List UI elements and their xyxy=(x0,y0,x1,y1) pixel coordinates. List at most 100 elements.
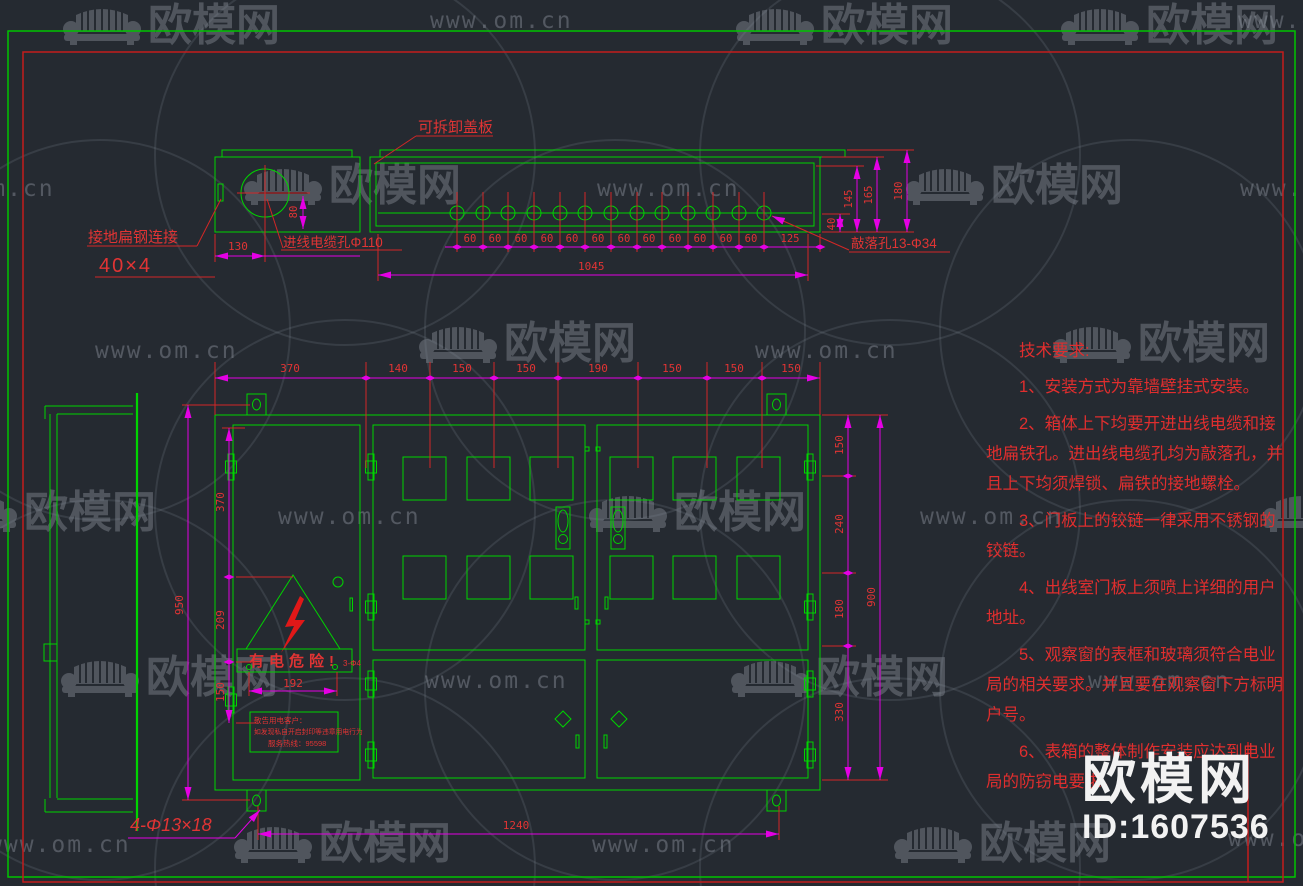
dim-spacing: 60 xyxy=(669,233,682,245)
dim-1045: 1045 xyxy=(578,260,605,273)
label-inlet-hole: 进线电缆孔Φ110 xyxy=(283,235,383,250)
dim-bottom: 1240 xyxy=(503,819,530,832)
label-knockout-holes: 敲落孔13-Φ34 xyxy=(851,235,937,251)
outlet-door-right xyxy=(596,659,809,779)
watermark-logo-text: 欧模网 xyxy=(24,488,156,537)
label-removable-cover: 可拆卸盖板 xyxy=(418,118,493,136)
watermark-logo-text: 欧模网 xyxy=(504,319,636,368)
watermark-url: www.om.cn xyxy=(0,176,55,202)
watermark-logo: 欧模网 xyxy=(893,819,1111,868)
dim-right: 240 xyxy=(833,514,846,534)
watermark-url: www.om.cn xyxy=(920,504,1063,530)
dim-left: 370 xyxy=(214,492,227,512)
watermark-url: www.om.cn xyxy=(597,176,740,202)
dim-spacing: 60 xyxy=(745,233,758,245)
dim-spacing: 60 xyxy=(694,233,707,245)
dim-right: 180 xyxy=(833,599,846,619)
warning-plate xyxy=(236,648,353,673)
watermark-url: www.om.cn xyxy=(592,832,735,858)
dim-spacing: 60 xyxy=(618,233,631,245)
dim-top: 140 xyxy=(388,362,408,375)
top-view-left-lip xyxy=(221,149,353,158)
watermark-logo: 欧模网 xyxy=(1052,319,1270,368)
watermark-logo: 欧模网 xyxy=(735,1,953,50)
lightning-bolt-icon xyxy=(281,596,305,653)
notice-plate xyxy=(249,711,339,753)
label-mounting-holes: 4-Φ13×18 xyxy=(130,815,212,835)
side-view xyxy=(43,393,139,831)
watermark-url: www.om.cn xyxy=(0,832,131,858)
dim-top: 150 xyxy=(724,362,744,375)
notice-line: 敬告用电客户： xyxy=(254,715,307,725)
tech-item: 6、表箱的整体制作安装应达到电业局的防窃电要求。 xyxy=(986,743,1276,791)
spacing-ticks xyxy=(451,244,826,250)
plate-note: 3-Φ4 xyxy=(343,659,361,668)
top-view-cover-inner xyxy=(375,162,815,227)
watermark-url: www.om.cn xyxy=(278,504,421,530)
top-view-cover-lip xyxy=(379,149,846,158)
tech-title: 技术要求: xyxy=(1019,342,1090,360)
watermark-logo: 欧模网 xyxy=(905,161,1123,210)
watermark-url: www.om.cn xyxy=(430,8,573,34)
watermark-logo-text: 欧模网 xyxy=(674,488,806,537)
notice-line: 如发现私自开启封印等违章用电行为 xyxy=(254,727,363,736)
dim-plate: 192 xyxy=(283,677,303,690)
watermark-url: www.om.cn xyxy=(425,668,568,694)
watermark-logo: 欧模网 xyxy=(1060,1,1278,50)
watermark-logo-text: 欧模网 xyxy=(991,161,1123,210)
watermark-logo-text: 欧模网 xyxy=(816,653,948,702)
dim-spacing: 60 xyxy=(643,233,656,245)
dim-80: 80 xyxy=(288,206,300,219)
label-ground-strap: 接地扁钢连接 xyxy=(88,229,178,246)
dim-top: 150 xyxy=(781,362,801,375)
watermark-logo-text: 欧模网 xyxy=(1138,319,1270,368)
notice-line: 服务热线：95598 xyxy=(268,738,326,748)
model-id: ID:1607536 xyxy=(1082,808,1270,846)
watermark-logo: 欧模网 xyxy=(62,1,280,50)
watermark-logo-text: 欧模网 xyxy=(979,819,1111,868)
watermark-url: www.om.cn xyxy=(1238,8,1303,34)
dim-right: 330 xyxy=(833,702,846,722)
dim-top: 150 xyxy=(516,362,536,375)
dim-right-total: 900 xyxy=(865,587,878,607)
watermark-url: www.om.cn xyxy=(1088,668,1231,694)
meter-door-left xyxy=(372,424,586,651)
front-view-dimensions: 370 140 150 150 190 150 150 150 950 370 … xyxy=(128,362,888,840)
dim-spacing: 60 xyxy=(720,233,733,245)
dim-left: 209 xyxy=(214,610,227,630)
dim-top: 150 xyxy=(662,362,682,375)
site-brand: 欧模网 ID:1607536 xyxy=(1082,752,1270,846)
dim-145: 145 xyxy=(843,190,855,209)
tech-item: 4、出线室门板上须喷上详细的用户地址。 xyxy=(986,579,1276,627)
watermark-url: www.om.cn xyxy=(95,338,238,364)
outlet-door-left xyxy=(372,659,586,779)
side-view-latch xyxy=(43,643,58,662)
watermark-url: www.om.cn xyxy=(1240,176,1303,202)
watermark-logo-text: 欧模网 xyxy=(319,819,451,868)
dim-spacing: 60 xyxy=(489,233,502,245)
sheet-borders xyxy=(7,30,1296,883)
watermark-logo-text: 欧模网 xyxy=(148,1,280,50)
tech-item: 3、门板上的铰链一律采用不锈钢的铰链。 xyxy=(986,512,1276,560)
dim-spacing: 60 xyxy=(541,233,554,245)
brand-logo-text: 欧模网 xyxy=(1082,750,1256,810)
left-compartment-door xyxy=(232,424,361,781)
watermark-logo: 欧模网 xyxy=(243,161,461,210)
dim-spacing: 60 xyxy=(566,233,579,245)
watermark-logo-text: 欧模网 xyxy=(1146,1,1278,50)
diamond-lock xyxy=(610,710,628,728)
dim-165: 165 xyxy=(863,186,875,205)
dim-180: 180 xyxy=(893,182,905,201)
dim-top: 150 xyxy=(452,362,472,375)
watermark-url: www.om.cn xyxy=(755,338,898,364)
dim-130: 130 xyxy=(228,240,248,253)
dim-left-total: 950 xyxy=(173,595,186,615)
meter-door-right xyxy=(596,424,809,651)
dim-left: 150 xyxy=(214,682,227,702)
watermark-logo: 欧模网 xyxy=(588,488,806,537)
watermark-logo-text: 欧模网 xyxy=(821,1,953,50)
watermark-logo-text: 欧模网 xyxy=(329,161,461,210)
